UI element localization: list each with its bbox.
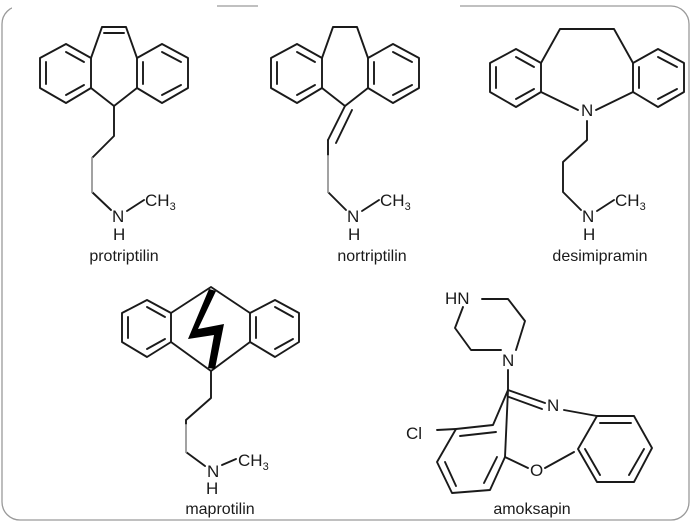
structure-nortriptilin: N H CH3 nortriptilin <box>258 4 460 265</box>
atom-n-ring: N <box>547 396 559 415</box>
atom-n-piperazine: N <box>502 351 514 370</box>
atom-ch3: CH3 <box>238 451 269 473</box>
atom-n: N <box>207 462 219 481</box>
atom-n: N <box>347 207 359 226</box>
compound-name-protriptilin: protriptilin <box>89 248 158 265</box>
atom-ch3: CH3 <box>145 191 176 213</box>
compound-name-desimipramin: desimipramin <box>552 248 647 265</box>
atom-h: H <box>206 479 218 498</box>
atom-h: H <box>348 225 360 244</box>
structure-maprotilin: N H CH3 maprotilin <box>120 280 315 518</box>
structure-protriptilin: N H CH3 protriptilin <box>12 4 217 265</box>
atom-h: H <box>583 225 595 244</box>
compound-name-amoksapin: amoksapin <box>493 501 570 518</box>
atom-n: N <box>112 207 124 226</box>
compound-name-nortriptilin: nortriptilin <box>337 248 406 265</box>
atom-ch3: CH3 <box>380 191 411 213</box>
atom-n: N <box>582 207 594 226</box>
structure-amoksapin: HN N N Cl O amoksapin <box>406 289 653 518</box>
structure-desimipramin: N N H CH3 desimipramin <box>489 28 685 265</box>
atom-cl: Cl <box>406 424 422 443</box>
atom-o: O <box>530 461 543 480</box>
atom-ch3: CH3 <box>615 191 646 213</box>
compound-name-maprotilin: maprotilin <box>185 501 254 518</box>
atom-h: H <box>113 225 125 244</box>
atom-hn: HN <box>445 289 470 308</box>
atom-n-ring: N <box>581 101 593 120</box>
